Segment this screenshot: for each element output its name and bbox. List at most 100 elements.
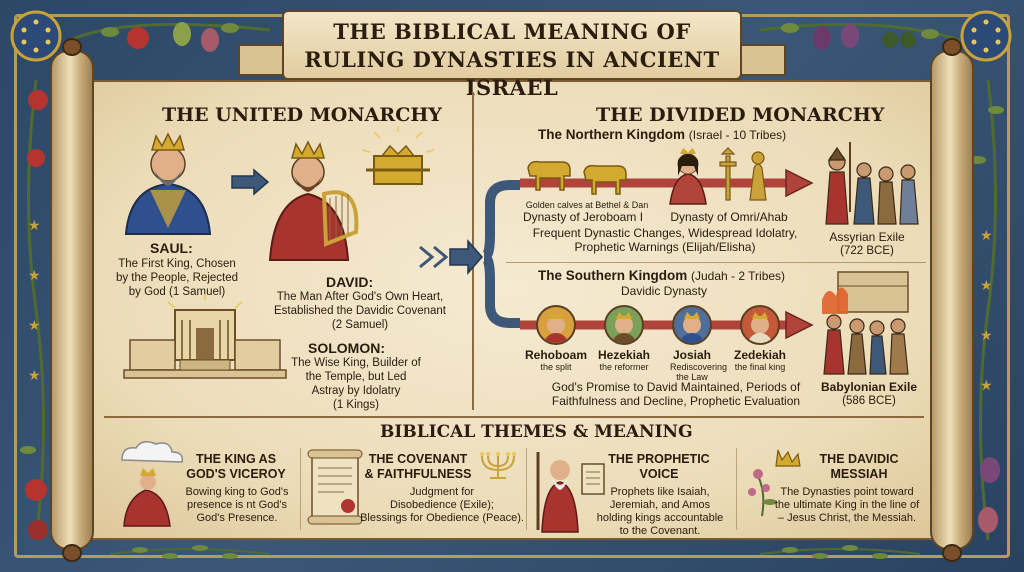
david-name: DAVID: [326,274,374,290]
king-name: Zedekiah [733,348,787,362]
title-banner: THE BIBLICAL MEANING OF RULING DYNASTIES… [282,10,742,100]
scroll-knob [62,544,82,562]
northern-kingdom-heading: The Northern Kingdom (Israel - 10 Tribes… [538,127,786,142]
saul-king-figure-icon [124,132,212,235]
theme-title-line: THE PROPHETIC [608,452,710,466]
theme-title: THE KING AS GOD'S VICEROY [186,452,286,482]
david-description: The Man After God's Own Heart, Establish… [270,290,450,332]
bottom-olive-branch-icon [109,545,271,559]
assyrian-exile-date: (722 BCE) [840,245,894,257]
title-line-1: THE BIBLICAL MEANING OF [333,19,691,44]
theme-divider [526,448,527,530]
saul-desc-line: The First King, Chosen [118,258,236,270]
king-portrait-icon [611,312,637,343]
saul-desc-line: by God (1 Samuel) [128,286,226,298]
southern-summary-line: Faithfulness and Decline, Prophetic Eval… [551,394,801,408]
scroll-knob [942,544,962,562]
solomon-description: The Wise King, Builder of the Temple, bu… [286,356,426,412]
king-portrait-icon [543,312,569,343]
babylonian-exile-date: (586 BCE) [842,395,896,407]
svg-text:★: ★ [980,278,993,294]
theme-title-line: MESSIAH [830,467,888,481]
southern-summary: God's Promise to David Maintained, Perio… [536,380,816,408]
theme-desc-line: The Dynasties point toward [780,486,914,498]
theme-desc-line: holding kings accountable [596,512,724,524]
southern-kingdom-title: The Southern Kingdom [538,268,688,283]
scroll-knob [942,38,962,56]
king-name: Josiah [672,348,711,362]
theme-description: Bowing king to God's presence is nt God'… [178,486,296,525]
northern-kingdom-title: The Northern Kingdom [538,127,685,142]
svg-text:★: ★ [980,378,993,394]
svg-text:★: ★ [980,328,993,344]
southern-summary-line: God's Promise to David Maintained, Perio… [551,380,801,394]
david-desc-line: (2 Samuel) [331,319,389,331]
assyrian-exile-label: Assyrian Exile [829,230,905,244]
solomon-temple-icon [123,294,287,379]
northern-summary-line: Prophetic Warnings (Elijah/Elisha) [574,240,756,254]
northern-summary: Frequent Dynastic Changes, Widespread Id… [520,226,810,254]
solomon-desc-line: (1 Kings) [332,399,380,411]
theme-description: Prophets like Isaiah, Jeremiah, and Amos… [590,486,730,538]
golden-calves-icon [527,160,627,195]
kingdom-split-arrows-icon [419,180,520,328]
solomon-name: SOLOMON: [308,340,385,356]
theme-title-line: VOICE [639,467,679,481]
david-desc-line: The Man After God's Own Heart, [276,291,444,303]
king-portrait-icon [747,312,773,343]
rehoboam-portrait [536,305,576,345]
united-monarchy-heading: THE UNITED MONARCHY [162,104,442,126]
theme-desc-line: Prophets like Isaiah, [610,486,710,498]
zedekiah-portrait [740,305,780,345]
northern-kingdom-note: (Israel - 10 Tribes) [688,128,787,142]
right-border-vines-icon: ★ ★ ★ ★ [970,79,1004,541]
king-portrait-icon [679,312,705,343]
omri-dynasty: Dynasty of Omri/Ahab [670,210,788,224]
theme-title-line: GOD'S VICEROY [186,467,286,481]
king-name: Hezekiah [597,348,651,362]
svg-text:★: ★ [28,368,41,384]
theme-desc-line: presence is nt God's [187,499,287,511]
corner-star-medallion-icon [960,10,1012,62]
saul-description: The First King, Chosen by the People, Re… [112,257,242,299]
bottom-olive-branch-icon [759,545,921,559]
themes-divider [104,416,924,418]
david-desc-line: Established the Davidic Covenant [274,305,446,317]
ark-of-covenant-icon [361,126,435,185]
left-scroll-roll [50,50,94,550]
theme-desc-line: Disobedience (Exile); [390,499,494,511]
menorah-icon [480,452,516,479]
crown-flower-icon [748,449,801,517]
theme-description: The Dynasties point toward the ultimate … [762,486,932,525]
kingdom-divider [506,262,926,263]
theme-title: THE PROPHETIC VOICE [604,452,714,482]
theme-desc-line: God's Presence. [196,512,278,524]
arrow-right-icon [231,168,270,196]
babylonian-exile-scene-icon [822,271,909,375]
themes-heading: BIBLICAL THEMES & MEANING [380,422,693,442]
theme-desc-line: Judgment for [409,486,475,498]
scroll-knob [62,38,82,56]
theme-title-line: THE DAVIDIC [819,452,899,466]
bowing-king-cloud-icon [121,441,184,527]
davidic-dynasty-label: Davidic Dynasty [620,284,708,298]
theme-title-line: & FAITHFULNESS [364,467,472,481]
svg-text:★: ★ [980,228,993,244]
fruit-garland-icon [69,22,271,52]
queen-jezebel-icon [669,148,707,205]
solomon-desc-line: the Temple, but Led [305,371,407,383]
southern-kingdom-heading: The Southern Kingdom (Judah - 2 Tribes) [538,268,785,283]
theme-desc-line: Blessings for Obedience (Peace). [360,512,524,524]
right-scroll-roll [930,50,974,550]
king-note: the reformer [599,362,649,372]
jeroboam-dynasty: Dynasty of Jeroboam I [522,210,644,224]
theme-title-line: THE COVENANT [368,452,468,466]
king-name: Rehoboam [524,348,587,362]
title-line-2: RULING DYNASTIES IN ANCIENT ISRAEL [304,47,720,100]
divided-monarchy-heading: THE DIVIDED MONARCHY [596,104,885,126]
asherah-idol-icon [719,147,767,201]
svg-text:★: ★ [28,218,41,234]
theme-divider [300,448,301,530]
theme-desc-line: the ultimate King in the line of [774,499,920,511]
